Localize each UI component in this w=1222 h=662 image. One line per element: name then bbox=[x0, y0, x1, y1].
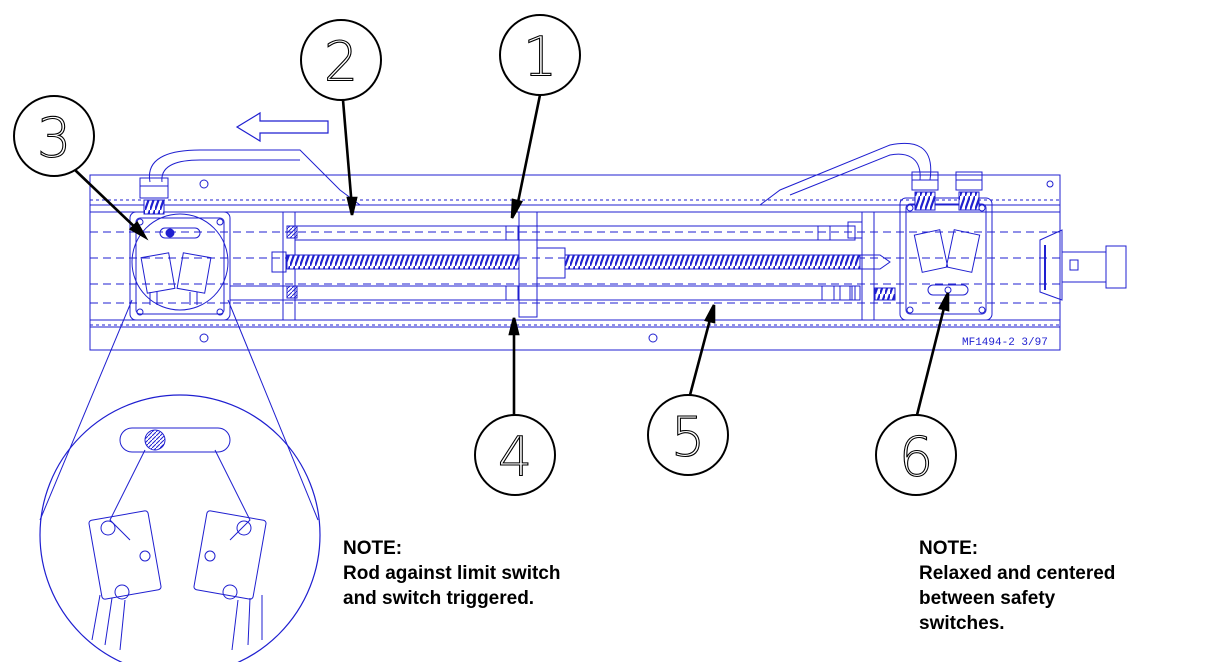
note-left-line-2: and switch triggered. bbox=[343, 588, 535, 609]
note-left: NOTE: Rod against limit switch and switc… bbox=[343, 536, 560, 611]
cable-left bbox=[149, 149, 361, 206]
note-left-title: NOTE: bbox=[343, 538, 403, 559]
callout-6-circle bbox=[875, 414, 957, 496]
lead-screw bbox=[286, 254, 520, 270]
drawing-id: MF1494-2 3/97 bbox=[962, 337, 1048, 349]
carriage-plate bbox=[518, 211, 538, 318]
right-switch-box bbox=[899, 197, 993, 321]
callout-5-circle bbox=[647, 394, 729, 476]
callout-5-label: 5 bbox=[671, 406, 705, 469]
callout-3-circle bbox=[13, 95, 95, 177]
left-switch-box bbox=[129, 211, 231, 321]
detail-magnifier bbox=[39, 394, 321, 662]
output-shaft bbox=[1061, 251, 1107, 283]
note-left-line-1: Rod against limit switch bbox=[343, 563, 561, 584]
callout-6-label: 6 bbox=[899, 426, 933, 489]
upper-guide-rod bbox=[294, 225, 856, 241]
callout-1-circle bbox=[499, 14, 581, 96]
note-right-line-2: between safety bbox=[919, 588, 1056, 609]
note-right-title: NOTE: bbox=[919, 538, 979, 559]
callout-3-label: 3 bbox=[37, 107, 71, 170]
callout-4-circle bbox=[474, 414, 556, 496]
callout-2-label: 2 bbox=[324, 31, 358, 94]
note-right-line-3: switches. bbox=[919, 613, 1005, 634]
direction-arrow bbox=[235, 111, 329, 143]
housing-body bbox=[89, 204, 1061, 328]
callout-4-label: 4 bbox=[498, 426, 532, 489]
note-right: NOTE: Relaxed and centered between safet… bbox=[919, 536, 1115, 636]
lower-guide-rod bbox=[229, 285, 856, 301]
cable-right bbox=[759, 142, 932, 206]
callout-2-circle bbox=[300, 19, 382, 101]
callout-1-label: 1 bbox=[523, 26, 557, 89]
note-right-line-1: Relaxed and centered bbox=[919, 563, 1116, 584]
